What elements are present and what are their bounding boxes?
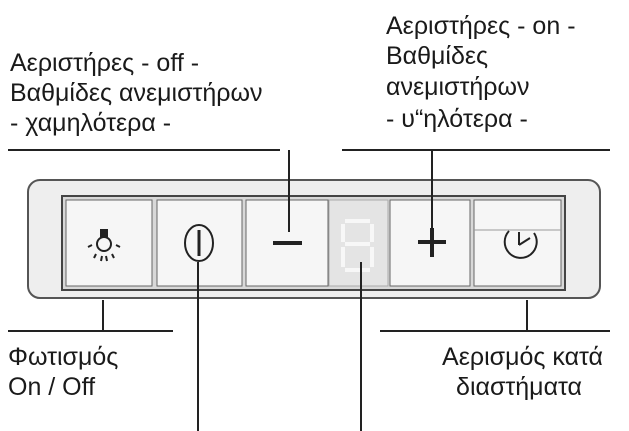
label-line: διαστήματα [456,373,582,401]
seven-segment-display [328,199,389,287]
fan-up-label: Αεριστήρες - on - Βαθμίδες ανεμιστήρων -… [386,12,576,133]
timer-button[interactable] [473,199,562,287]
light-label: Φωτισμός On / Off [8,343,118,401]
timer-icon [503,230,538,259]
fan-down-label: Αεριστήρες - off - Βαθμίδες ανεμιστήρων … [10,49,263,137]
label-line: - υ“ηλότερα - [386,105,528,133]
plus-icon [418,228,446,257]
leader-lines [8,149,610,431]
power-icon [184,224,214,262]
label-line: Αερισμός κατά [442,343,603,371]
plus-button[interactable] [389,199,471,287]
power-button[interactable] [156,199,243,287]
label-line: Βαθμίδες [386,42,488,70]
minus-button[interactable] [245,199,329,287]
label-line: Αεριστήρες - on - [386,12,576,40]
light-button[interactable] [65,199,153,287]
label-line: - χαμηλότερα - [10,109,171,137]
label-line: ανεμιστήρων [386,73,530,101]
light-bulb-icon [87,229,121,262]
label-line: Φωτισμός [8,343,118,371]
interval-label: Αερισμός κατά διαστήματα [442,343,603,401]
label-line: Αεριστήρες - off - [10,49,199,77]
label-line: On / Off [8,373,95,401]
label-line: Βαθμίδες ανεμιστήρων [10,79,263,107]
